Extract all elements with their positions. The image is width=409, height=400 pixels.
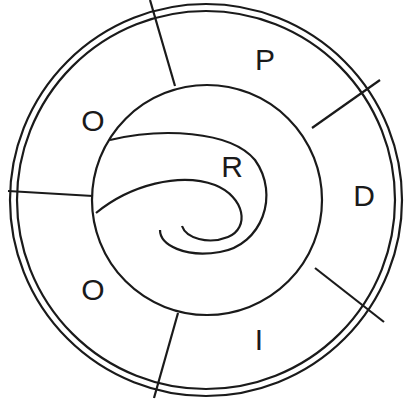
divider-line: [150, 0, 175, 86]
spiral-inner: [96, 180, 242, 240]
divider-line: [154, 313, 178, 398]
outer-ring: [10, 4, 402, 396]
region-label: P: [255, 45, 275, 75]
outer-ring-inner: [17, 11, 395, 389]
region-label: I: [255, 325, 263, 355]
divider-line: [8, 191, 93, 196]
region-label: D: [353, 181, 375, 211]
region-label: O: [81, 275, 104, 305]
region-label: O: [81, 106, 104, 136]
region-label: R: [221, 152, 243, 182]
divider-line: [315, 268, 384, 322]
inner-circle: [92, 85, 322, 315]
divider-line: [312, 80, 380, 128]
